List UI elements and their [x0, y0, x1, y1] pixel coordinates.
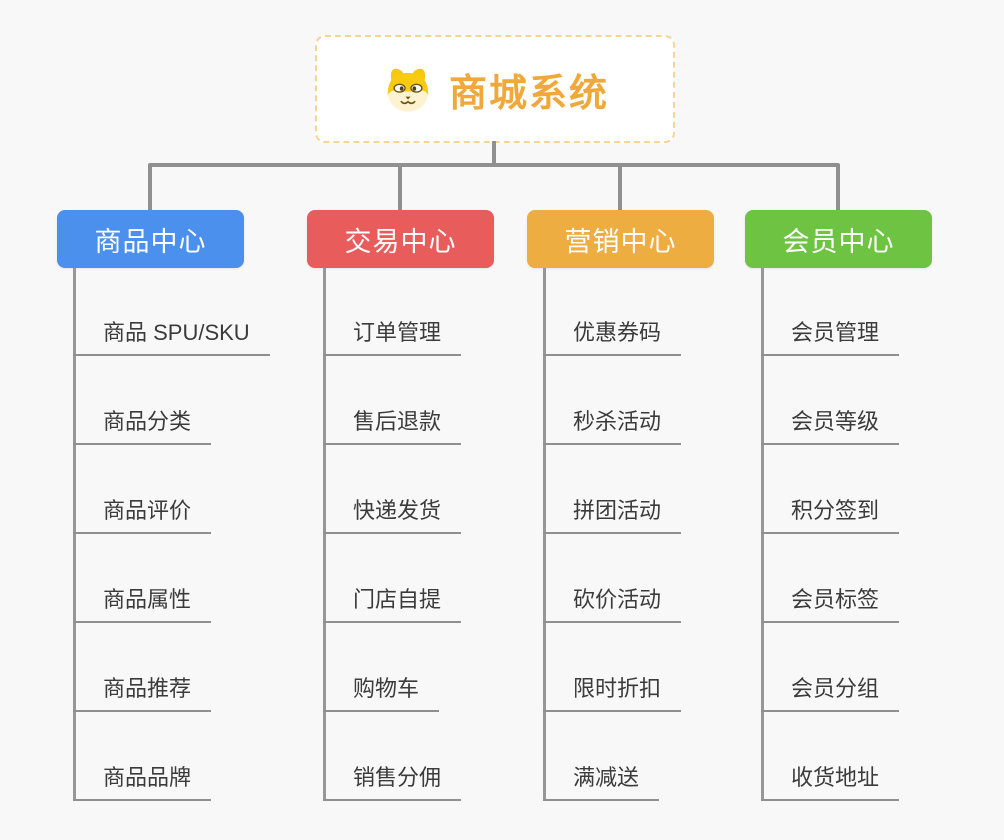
connector-drop: [836, 165, 840, 211]
leaf-item[interactable]: 销售分佣: [323, 761, 462, 801]
leaf-label: 会员分组: [791, 676, 880, 701]
leaf-item[interactable]: 售后退款: [323, 405, 462, 445]
leaf-label: 商品推荐: [103, 676, 192, 701]
branch-node-product-center[interactable]: 商品中心: [57, 210, 244, 268]
leaf-item[interactable]: 会员标签: [761, 583, 900, 623]
leaf-label: 商品评价: [103, 498, 192, 523]
leaf-item[interactable]: 门店自提: [323, 583, 462, 623]
branch-node-member-center[interactable]: 会员中心: [745, 210, 932, 268]
leaf-item[interactable]: 优惠券码: [543, 316, 682, 356]
leaf-label: 优惠券码: [573, 320, 662, 345]
leaf-label: 会员等级: [791, 409, 880, 434]
branch-label: 交易中心: [344, 226, 457, 257]
leaf-item[interactable]: 购物车: [323, 672, 440, 712]
connector-stem: [492, 141, 496, 167]
dog-face-icon: [381, 62, 435, 116]
leaf-item[interactable]: 拼团活动: [543, 494, 682, 534]
leaf-label: 商品分类: [103, 409, 192, 434]
branch-spine: [73, 268, 76, 801]
leaf-item[interactable]: 商品评价: [73, 494, 212, 534]
leaf-item[interactable]: 商品属性: [73, 583, 212, 623]
branch-spine: [543, 268, 546, 801]
leaf-label: 满减送: [573, 765, 640, 790]
leaf-label: 秒杀活动: [573, 409, 662, 434]
branch-product-center: 商品中心 商品 SPU/SKU 商品分类 商品评价 商品属性 商品推荐 商品品牌: [57, 210, 313, 820]
leaf-label: 会员标签: [791, 587, 880, 612]
leaf-label: 砍价活动: [573, 587, 662, 612]
branch-marketing-center: 营销中心 优惠券码 秒杀活动 拼团活动 砍价活动 限时折扣 满减送: [527, 210, 783, 820]
branch-spine: [323, 268, 326, 801]
leaf-item[interactable]: 会员管理: [761, 316, 900, 356]
connector-drop: [618, 165, 622, 211]
leaf-label: 限时折扣: [573, 676, 662, 701]
root-node[interactable]: 商城系统: [315, 35, 675, 143]
leaf-item[interactable]: 订单管理: [323, 316, 462, 356]
leaf-label: 快递发货: [353, 498, 442, 523]
leaf-label: 拼团活动: [573, 498, 662, 523]
leaf-item[interactable]: 秒杀活动: [543, 405, 682, 445]
branch-member-center: 会员中心 会员管理 会员等级 积分签到 会员标签 会员分组 收货地址: [745, 210, 1001, 820]
branch-trade-center: 交易中心 订单管理 售后退款 快递发货 门店自提 购物车 销售分佣: [307, 210, 563, 820]
leaf-item[interactable]: 收货地址: [761, 761, 900, 801]
leaf-item[interactable]: 满减送: [543, 761, 660, 801]
leaf-label: 商品属性: [103, 587, 192, 612]
leaf-item[interactable]: 会员等级: [761, 405, 900, 445]
branch-spine: [761, 268, 764, 801]
leaf-label: 门店自提: [353, 587, 442, 612]
leaf-label: 商品品牌: [103, 765, 192, 790]
branch-label: 会员中心: [782, 226, 895, 257]
connector-drop: [398, 165, 402, 211]
leaf-item[interactable]: 会员分组: [761, 672, 900, 712]
leaf-label: 会员管理: [791, 320, 880, 345]
connector-drop: [148, 165, 152, 211]
branch-label: 商品中心: [94, 226, 207, 257]
leaf-item[interactable]: 砍价活动: [543, 583, 682, 623]
leaf-item[interactable]: 商品分类: [73, 405, 212, 445]
leaf-item[interactable]: 积分签到: [761, 494, 900, 534]
root-title: 商城系统: [448, 72, 609, 115]
leaf-label: 收货地址: [791, 765, 880, 790]
leaf-label: 售后退款: [353, 409, 442, 434]
leaf-label: 积分签到: [791, 498, 880, 523]
branch-node-marketing-center[interactable]: 营销中心: [527, 210, 714, 268]
leaf-item[interactable]: 商品 SPU/SKU: [73, 316, 270, 356]
branch-node-trade-center[interactable]: 交易中心: [307, 210, 494, 268]
leaf-label: 购物车: [353, 676, 420, 701]
leaf-item[interactable]: 限时折扣: [543, 672, 682, 712]
leaf-label: 销售分佣: [353, 765, 442, 790]
leaf-item[interactable]: 商品品牌: [73, 761, 212, 801]
leaf-item[interactable]: 商品推荐: [73, 672, 212, 712]
leaf-item[interactable]: 快递发货: [323, 494, 462, 534]
connector-rail: [148, 163, 840, 167]
leaf-label: 订单管理: [353, 320, 442, 345]
leaf-label: 商品 SPU/SKU: [103, 320, 250, 345]
branch-label: 营销中心: [564, 226, 677, 257]
